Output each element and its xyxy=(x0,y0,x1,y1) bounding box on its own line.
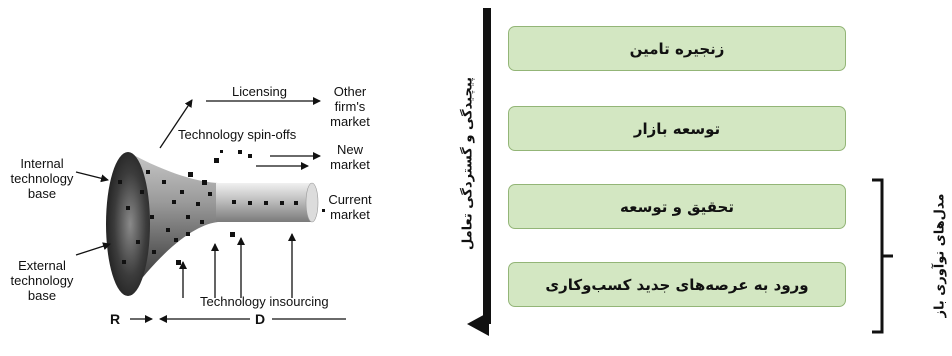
licensing-label: Licensing xyxy=(232,84,287,99)
external-base-line-2: technology xyxy=(10,273,74,288)
internal-base-arrow xyxy=(75,171,109,183)
internal-base-line-1: Internal xyxy=(20,156,64,171)
technology-spin-offs-label: Technology spin-offs xyxy=(178,127,297,142)
other-firms-market-label: Other firm's market xyxy=(322,84,378,129)
funnel-cone xyxy=(128,152,218,296)
funnel-tube-end xyxy=(305,182,319,223)
current-market-line-1: Current xyxy=(328,192,372,207)
new-business-entry-box: ورود به عرصه‌های جدید کسب‌وکاری xyxy=(508,262,846,307)
new-market-label: New market xyxy=(322,142,378,172)
internal-base-line-2: technology xyxy=(10,171,74,186)
other-market-line-2: firm's xyxy=(334,99,366,114)
open-innovation-bracket xyxy=(872,178,893,334)
open-innovation-models-label: مدل‌های نوآوری باز xyxy=(932,193,948,318)
market-development-box: توسعه بازار xyxy=(508,106,846,151)
other-market-line-3: market xyxy=(330,114,370,129)
external-technology-base-label: External technology base xyxy=(6,258,78,303)
external-base-line-1: External xyxy=(18,258,66,273)
funnel-mouth xyxy=(106,152,150,296)
supply-chain-box: زنجیره تامین xyxy=(508,26,846,71)
licensing-arrow-diagonal xyxy=(159,99,193,149)
external-base-line-3: base xyxy=(27,288,57,303)
internal-base-line-3: base xyxy=(27,186,57,201)
current-market-line-2: market xyxy=(330,207,370,222)
funnel-particles xyxy=(118,150,325,265)
current-market-label: Current market xyxy=(322,192,378,222)
internal-technology-base-label: Internal technology base xyxy=(6,156,78,201)
interaction-complexity-label: پیچیدگی و گستردگی تعامل xyxy=(460,76,476,251)
research-development-box: تحقیق و توسعه xyxy=(508,184,846,229)
new-market-line-2: market xyxy=(330,157,370,172)
technology-insourcing-label: Technology insourcing xyxy=(200,294,329,309)
external-base-arrow xyxy=(75,242,111,256)
other-market-line-1: Other xyxy=(333,84,367,99)
d-label: D xyxy=(255,311,266,327)
new-market-line-1: New xyxy=(336,142,363,157)
r-label: R xyxy=(110,311,121,327)
